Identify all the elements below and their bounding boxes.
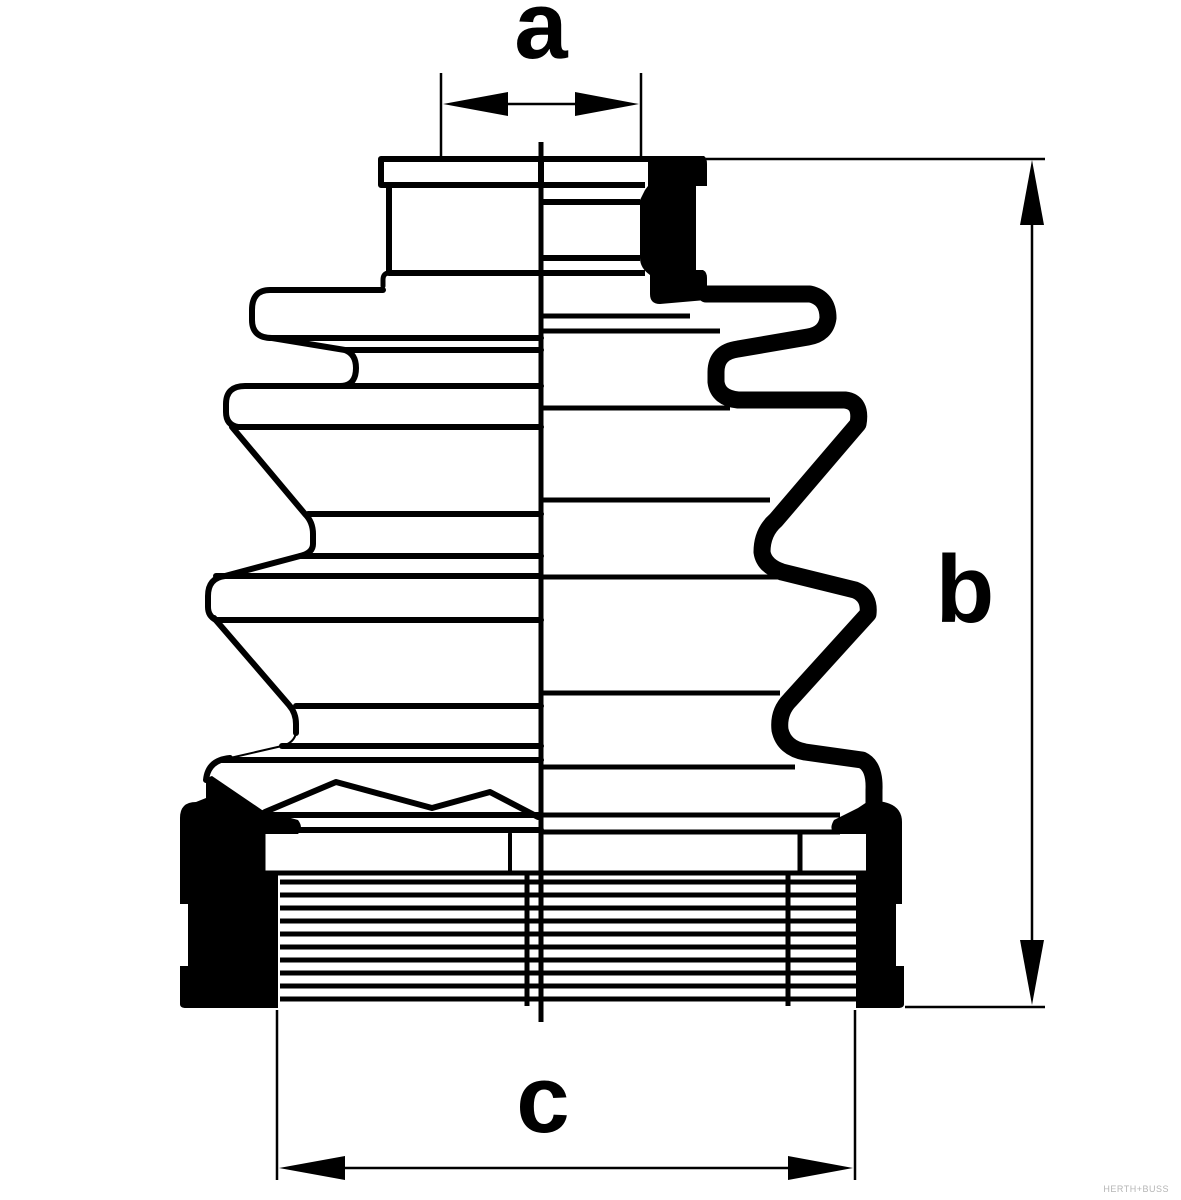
boot-right-ribs — [541, 874, 858, 1006]
boot-left-outline — [203, 156, 544, 876]
boot-left-ribs — [280, 874, 541, 1006]
dimension-a: a — [439, 0, 643, 158]
arrow-right-icon — [788, 1156, 853, 1180]
arrow-up-icon — [1020, 160, 1044, 225]
arrow-left-icon — [279, 1156, 345, 1180]
dimension-b: b — [706, 157, 1045, 1009]
arrow-right-icon — [575, 92, 639, 116]
dimension-label-a: a — [514, 0, 568, 79]
brand-watermark: HERTH+BUSS — [1103, 1184, 1169, 1194]
boot-left-clamp — [180, 776, 301, 1008]
arrow-left-icon — [443, 92, 508, 116]
dimension-label-c: c — [516, 1046, 569, 1153]
boot-right-clamps — [640, 156, 904, 1008]
boot-right-section — [541, 156, 883, 876]
arrow-down-icon — [1020, 940, 1044, 1005]
dimension-label-b: b — [936, 536, 995, 643]
dimension-c: c — [275, 1010, 857, 1180]
